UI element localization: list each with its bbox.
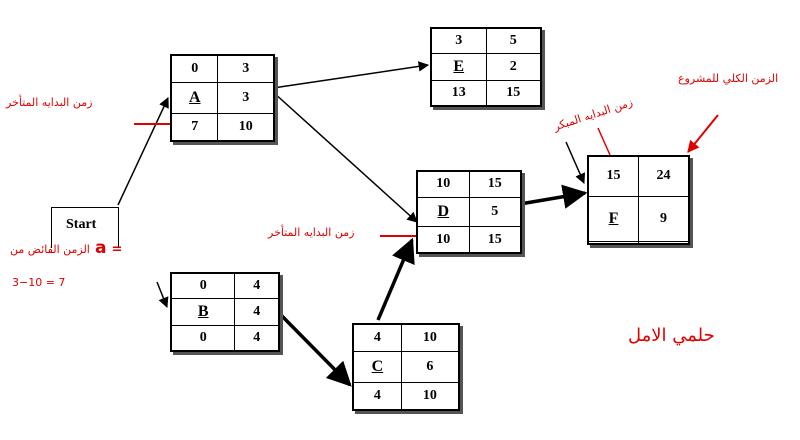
pointer-total-time bbox=[687, 114, 719, 153]
node-c-ls: 4 bbox=[353, 381, 402, 411]
annotation-float: الزمن الفائض من a = bbox=[10, 238, 122, 258]
annotation-float-label: الزمن الفائض من bbox=[10, 243, 90, 256]
annotation-total-time: الزمن الكلي للمشروع bbox=[678, 72, 779, 85]
node-c-es: 4 bbox=[353, 323, 402, 353]
node-b-ls: 0 bbox=[170, 325, 236, 351]
annotation-float-eq: = bbox=[111, 242, 123, 257]
node-e-lf: 15 bbox=[485, 80, 541, 106]
node-a-lf: 10 bbox=[217, 112, 274, 142]
node-f-dur: 9 bbox=[638, 195, 689, 242]
annotation-float-letter: a bbox=[94, 238, 107, 258]
node-b-lf: 4 bbox=[234, 325, 279, 351]
arrow-b-c bbox=[276, 310, 352, 387]
node-b-ef: 4 bbox=[234, 273, 279, 299]
node-c-dur: 6 bbox=[400, 351, 460, 383]
node-c-ef: 10 bbox=[400, 323, 460, 353]
node-f-ef: 24 bbox=[638, 156, 689, 197]
node-f-name: F bbox=[588, 195, 639, 242]
node-b-es: 0 bbox=[170, 273, 236, 299]
node-d-lf: 15 bbox=[468, 226, 521, 253]
arrow-a-e bbox=[272, 61, 430, 89]
start-node: Start bbox=[51, 207, 119, 248]
pointer-early-start-f bbox=[597, 127, 611, 156]
node-a-es: 0 bbox=[170, 54, 219, 84]
node-b-name: B bbox=[170, 297, 236, 327]
node-e-ls: 13 bbox=[431, 80, 487, 106]
node-b-dur: 4 bbox=[234, 297, 279, 327]
node-e-dur: 2 bbox=[485, 52, 541, 82]
node-a-ls: 7 bbox=[170, 112, 219, 142]
node-e-name: E bbox=[431, 52, 487, 82]
node-c-name: C bbox=[353, 351, 402, 383]
annotation-float-calc: 3−10 = 7 bbox=[12, 276, 66, 289]
node-f-lf bbox=[638, 240, 689, 245]
node-f-es: 15 bbox=[588, 156, 639, 197]
arrow-a-d bbox=[272, 91, 418, 223]
node-d-name: D bbox=[417, 196, 470, 228]
node-e-es: 3 bbox=[431, 28, 487, 54]
arrow-start-b bbox=[156, 281, 169, 308]
node-d-es: 10 bbox=[417, 171, 470, 198]
annotation-signature: حلمي الامل bbox=[628, 325, 715, 346]
arrow-e-f bbox=[565, 141, 586, 184]
node-d-ef: 15 bbox=[468, 171, 521, 198]
annotation-late-start-d: زمن البدايه المتأخر bbox=[268, 226, 355, 239]
start-label: Start bbox=[66, 217, 97, 232]
node-f-ls bbox=[588, 240, 639, 245]
node-c-lf: 10 bbox=[400, 381, 460, 411]
node-a-ef: 3 bbox=[217, 54, 274, 84]
node-d-dur: 5 bbox=[468, 196, 521, 228]
node-a-name: A bbox=[170, 82, 219, 114]
node-a-dur: 3 bbox=[217, 82, 274, 114]
arrow-d-f bbox=[519, 184, 588, 209]
arrow-c-d bbox=[376, 237, 415, 321]
node-e-ef: 5 bbox=[485, 28, 541, 54]
arrow-start-a bbox=[117, 97, 169, 206]
node-d-ls: 10 bbox=[417, 226, 470, 253]
annotation-late-start-a: زمن البدايه المتأخر bbox=[6, 96, 93, 109]
